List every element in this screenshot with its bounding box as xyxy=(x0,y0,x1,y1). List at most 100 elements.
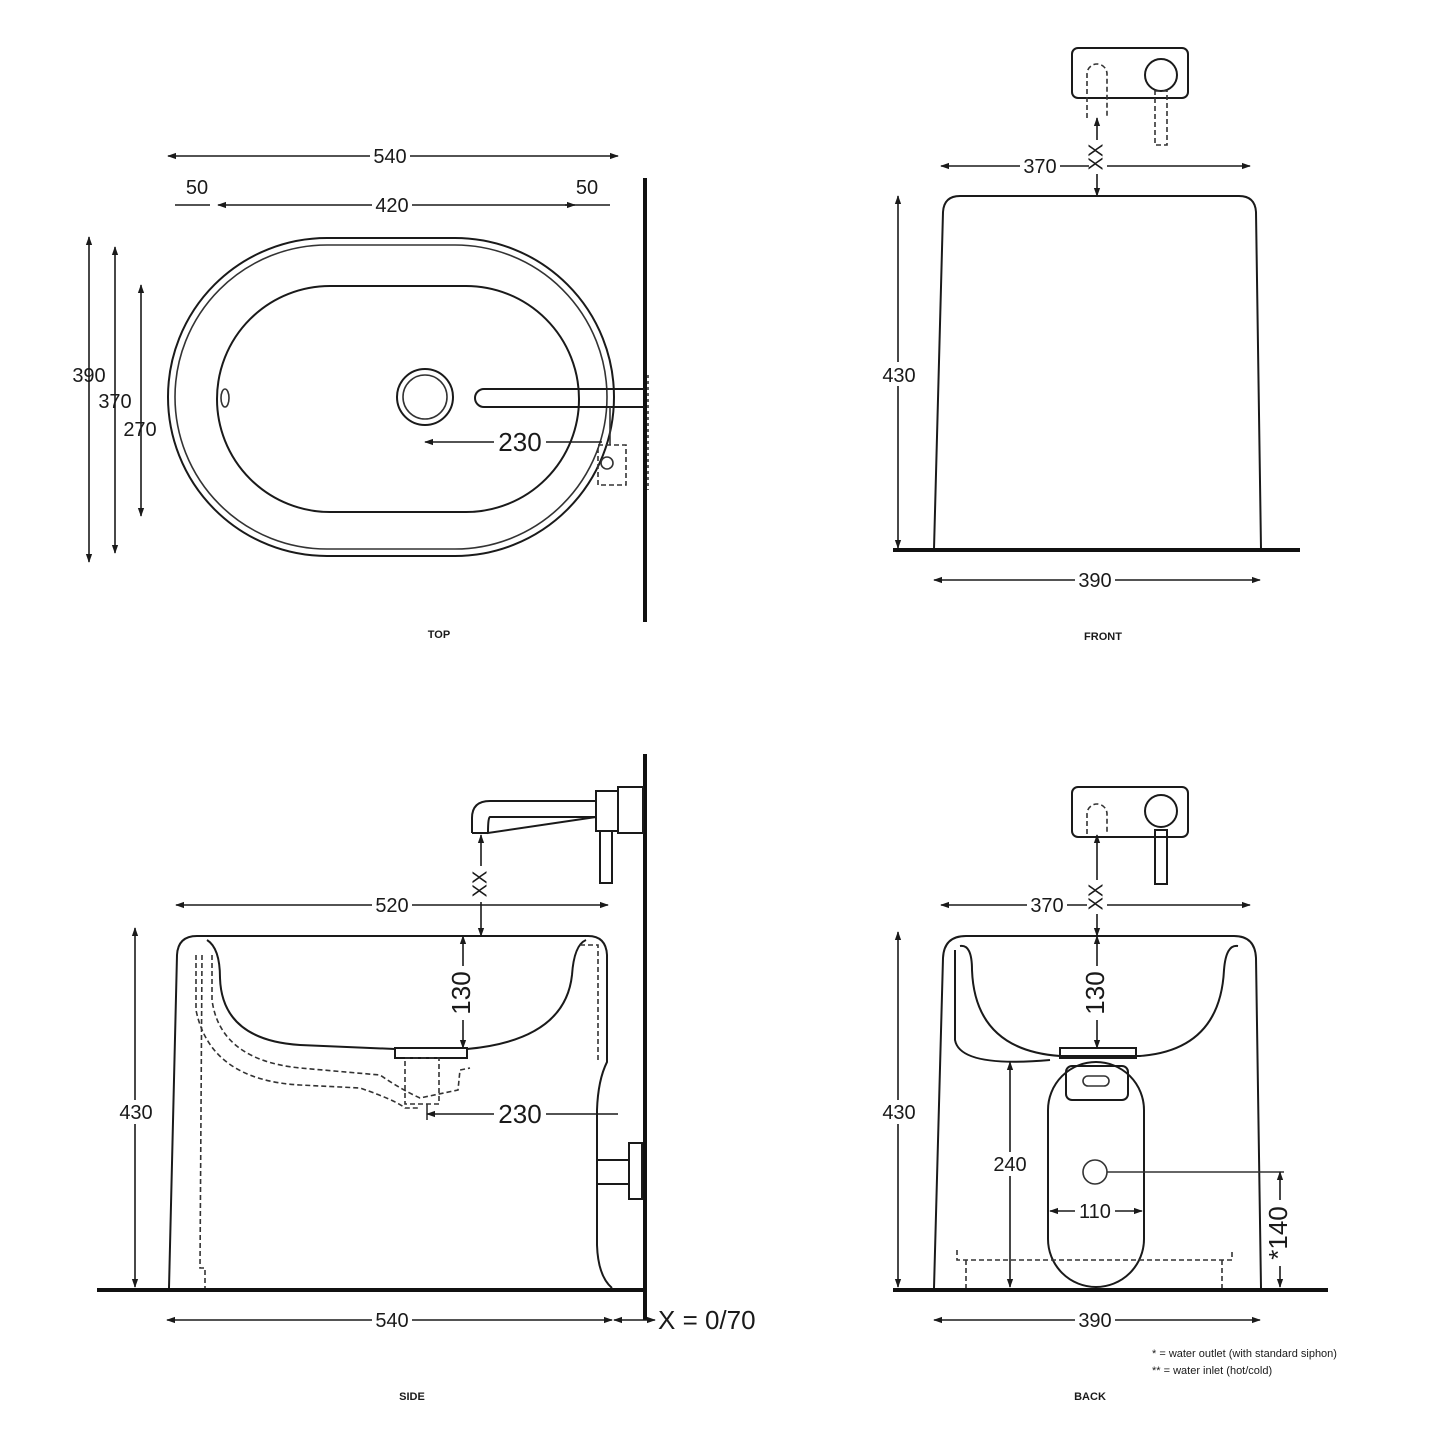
mixer-cartridge xyxy=(1154,90,1168,146)
dim-label-bg xyxy=(1084,966,1110,1020)
overflow-hole xyxy=(220,388,230,408)
wall-plate xyxy=(617,786,644,834)
dim-tap-gap: XX xyxy=(1085,144,1107,171)
mixer-handle xyxy=(599,830,613,884)
back-view: 370 XX 130 430 240 110 *140 390 BACK xyxy=(880,786,1328,1403)
drain-slot xyxy=(1082,1075,1110,1087)
dim-base-width: 390 xyxy=(1078,570,1111,592)
dim-bowl-depth: 130 xyxy=(1080,971,1110,1014)
bowl-inner xyxy=(206,939,587,1050)
mixer-cartridge xyxy=(1154,829,1168,885)
bowl-inner xyxy=(959,944,1239,1057)
mixer-plate xyxy=(1071,47,1189,99)
dim-cutout-height: 240 xyxy=(993,1154,1026,1176)
dim-label-bg xyxy=(494,426,546,456)
front-view: 370 XX 430 390 FRONT xyxy=(880,47,1300,643)
dim-height: 430 xyxy=(882,1102,915,1124)
dim-label-bg xyxy=(1020,154,1060,178)
water-inlet xyxy=(596,1159,630,1185)
drain-grate xyxy=(394,1047,468,1059)
basin-body xyxy=(933,195,1262,550)
dim-cutout-width: 110 xyxy=(1079,1201,1111,1223)
dim-width: 520 xyxy=(375,895,408,917)
basin-rim-inner-edge xyxy=(174,244,608,550)
spout xyxy=(471,800,597,835)
note-water-inlet: ** = water inlet (hot/cold) xyxy=(1152,1365,1272,1377)
dim-label-bg xyxy=(370,144,410,168)
dim-label-bg xyxy=(471,866,491,902)
hidden-feet xyxy=(965,1260,1223,1288)
dim-label-bg xyxy=(1087,880,1107,914)
hidden-wall-left xyxy=(199,954,206,1288)
dim-label-bg xyxy=(372,893,412,917)
dim-bowl-depth: 130 xyxy=(446,971,476,1014)
dim-height: 430 xyxy=(882,365,915,387)
view-caption-side: SIDE xyxy=(399,1391,425,1403)
dim-top-width: 370 xyxy=(1030,895,1063,917)
spout xyxy=(474,388,645,408)
top-view: 540 50 420 50 390 370 270 230 TOP xyxy=(72,144,649,641)
hidden-bowl-outer-2 xyxy=(195,955,420,1109)
basin-outer-rim xyxy=(167,237,615,557)
view-caption-front: FRONT xyxy=(1084,631,1122,643)
dim-drain-offset: 230 xyxy=(498,427,541,457)
basin-body xyxy=(168,935,613,1289)
dim-bowl-depth: 270 xyxy=(123,419,156,441)
hidden-base xyxy=(956,1250,1233,1261)
dim-height: 430 xyxy=(119,1102,152,1124)
bowl-outline xyxy=(216,285,580,513)
dim-tap-gap: XX xyxy=(1085,884,1107,911)
view-caption-back: BACK xyxy=(1074,1391,1106,1403)
dim-label-bg xyxy=(1075,1308,1115,1332)
dim-right-margin: 50 xyxy=(576,177,598,199)
mixer-handle xyxy=(1144,794,1178,828)
dim-label-bg xyxy=(372,193,412,217)
drain-inner xyxy=(402,374,448,420)
water-inlet-flange xyxy=(628,1142,643,1200)
dim-label-bg xyxy=(880,362,918,386)
dim-label-bg xyxy=(990,1152,1030,1176)
note-water-outlet: * = water outlet (with standard siphon) xyxy=(1152,1348,1337,1360)
dim-label-bg xyxy=(372,1308,412,1332)
access-cutout xyxy=(1047,1061,1145,1288)
spout-outline xyxy=(1086,63,1108,118)
dim-rim-depth: 370 xyxy=(98,391,131,413)
hidden-bowl-outer xyxy=(211,955,471,1099)
dim-label-bg xyxy=(1089,140,1107,174)
drain-body xyxy=(404,1057,440,1105)
dim-label-bg xyxy=(1075,568,1115,592)
dim-label-bg xyxy=(880,1100,918,1124)
side-view: 520 XX 130 430 230 540 X = 0/70 SIDE xyxy=(97,754,756,1403)
dim-label-bg xyxy=(1075,1199,1115,1223)
dim-overall-depth: 390 xyxy=(72,365,105,387)
dim-tap-gap: XX xyxy=(469,871,491,898)
mixer-valve xyxy=(600,456,614,470)
dim-inner-width: 420 xyxy=(375,195,408,217)
mixer-handle xyxy=(1144,58,1178,92)
mixer-body xyxy=(595,790,619,832)
bowl-outer-left xyxy=(954,950,1051,1063)
hidden-wall-right xyxy=(580,944,599,1062)
water-outlet xyxy=(1082,1159,1108,1185)
notes: * = water outlet (with standard siphon) … xyxy=(1152,1348,1337,1377)
dim-wall-gap: X = 0/70 xyxy=(658,1305,756,1335)
dim-left-margin: 50 xyxy=(186,177,208,199)
drain-outer xyxy=(396,368,454,426)
mixer-body xyxy=(597,444,627,486)
dim-base-width: 540 xyxy=(375,1310,408,1332)
dim-label-bg xyxy=(494,1098,546,1128)
mixer-plate xyxy=(1071,786,1189,838)
dim-label-bg xyxy=(1027,893,1067,917)
spout-outline xyxy=(1086,803,1108,834)
dim-label-bg xyxy=(117,1100,155,1124)
drain-body xyxy=(1065,1065,1129,1101)
view-caption-top: TOP xyxy=(428,629,450,641)
dim-base-width: 390 xyxy=(1078,1310,1111,1332)
dim-label-bg xyxy=(1267,1200,1293,1266)
dim-overall-width: 540 xyxy=(373,146,406,168)
dim-top-width: 370 xyxy=(1023,156,1056,178)
dim-label-bg xyxy=(450,966,476,1020)
dim-drain-offset: 230 xyxy=(498,1099,541,1129)
dim-outlet-height: *140 xyxy=(1263,1206,1293,1260)
